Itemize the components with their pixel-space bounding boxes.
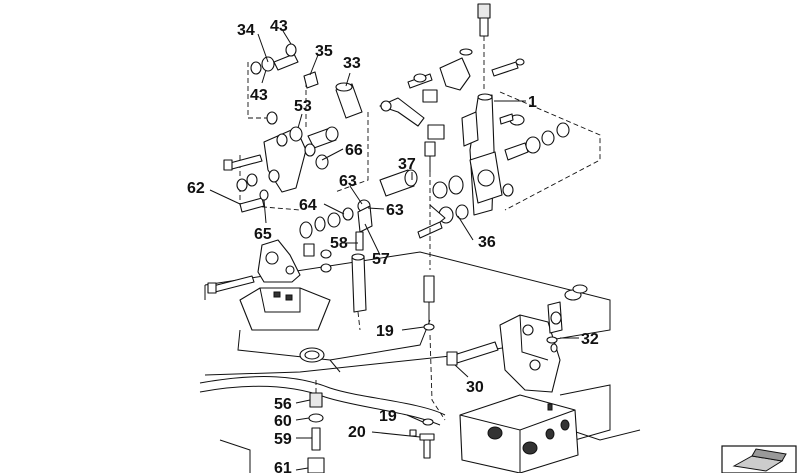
callout-37: 37 [398, 156, 416, 173]
leader-lines [209, 30, 579, 471]
callout-1: 1 [528, 94, 537, 111]
callout-33: 33 [343, 55, 361, 72]
lower-left-stack [307, 380, 325, 473]
central-rod [423, 172, 446, 421]
callout-58: 58 [330, 235, 348, 252]
right-washers [499, 91, 601, 211]
callout-19-lower: 19 [379, 408, 397, 425]
callout-60: 60 [274, 413, 292, 430]
callout-19-middle: 19 [376, 323, 394, 340]
right-bracket-assembly [446, 284, 588, 473]
callout-34: 34 [237, 22, 255, 39]
left-frame-bracket [207, 239, 331, 363]
folded-sheet-icon [721, 445, 797, 473]
callout-64: 64 [299, 197, 317, 214]
left-stack [223, 43, 373, 331]
part-1-lever [461, 93, 503, 216]
callout-35: 35 [315, 43, 333, 60]
callout-62: 62 [187, 180, 205, 197]
top-pin [477, 3, 491, 92]
callout-32: 32 [581, 331, 599, 348]
callout-30: 30 [466, 379, 484, 396]
callout-57: 57 [372, 251, 390, 268]
lower-middle-parts [409, 418, 435, 459]
callout-59: 59 [274, 431, 292, 448]
callout-63-right: 63 [386, 202, 404, 219]
upper-linkage [379, 48, 525, 172]
callout-66: 66 [345, 142, 363, 159]
callout-53: 53 [294, 98, 312, 115]
callout-36: 36 [478, 234, 496, 251]
callout-20: 20 [348, 424, 366, 441]
chassis-frame [199, 251, 641, 473]
callout-61: 61 [274, 460, 292, 473]
callout-labels: 34 43 35 33 43 53 1 66 37 62 63 64 63 65… [187, 18, 599, 473]
callout-63-upper: 63 [339, 173, 357, 190]
callout-65: 65 [254, 226, 272, 243]
callout-43-top: 43 [270, 18, 288, 35]
callout-56: 56 [274, 396, 292, 413]
callout-43-lower: 43 [250, 87, 268, 104]
